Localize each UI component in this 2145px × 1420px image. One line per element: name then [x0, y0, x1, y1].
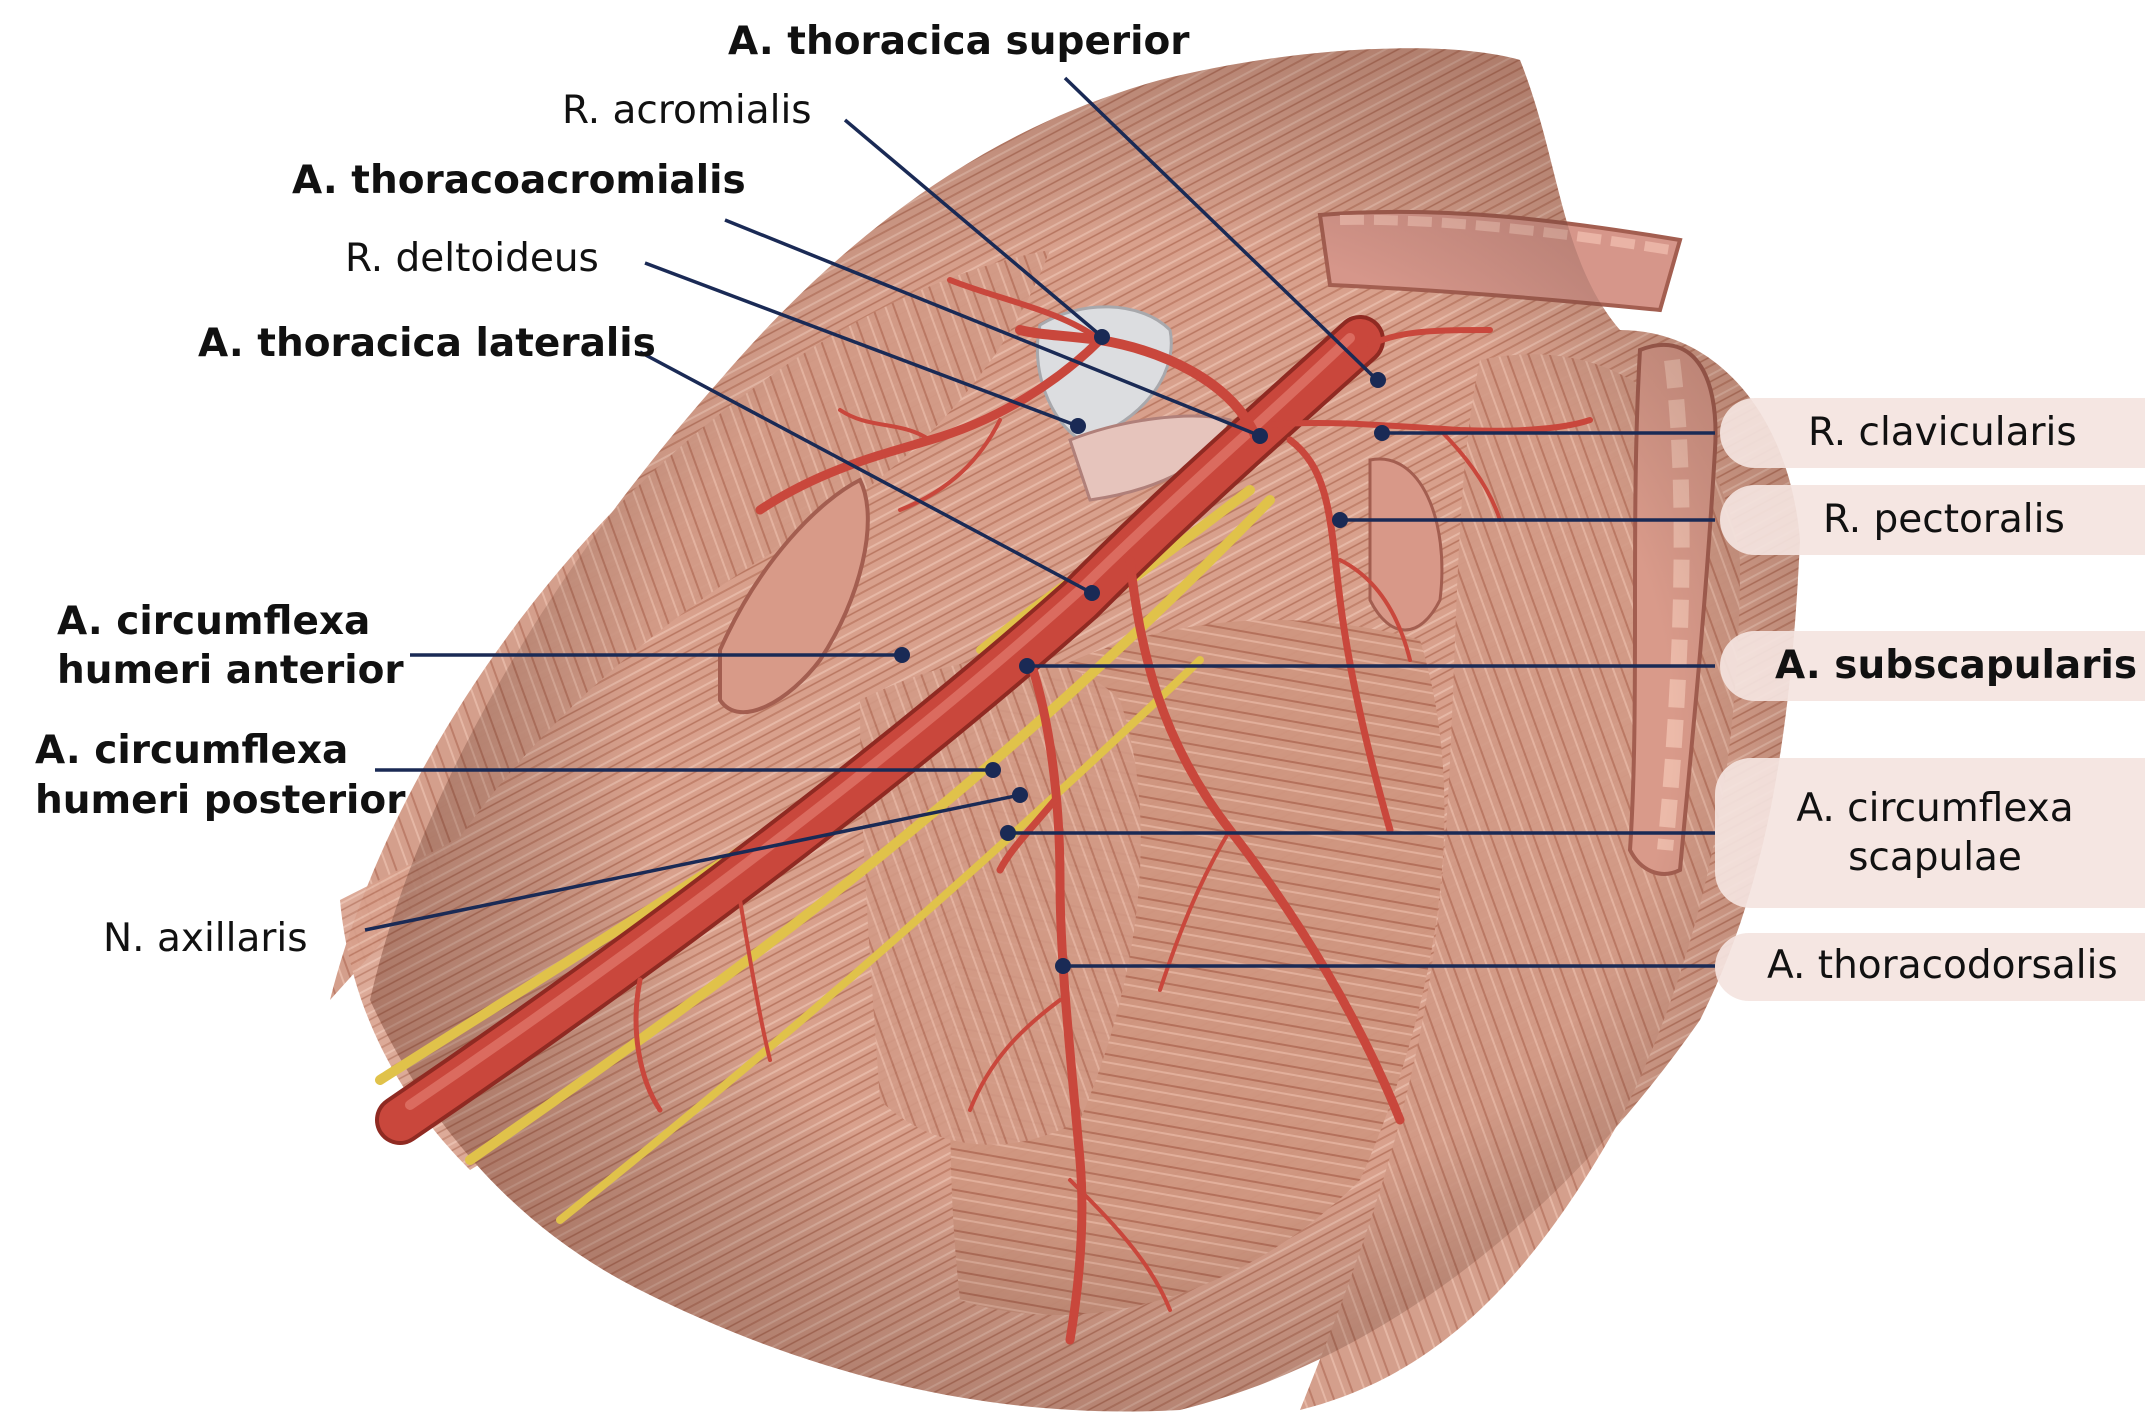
leader-thoracica-superior — [1063, 76, 1377, 380]
twig-4 — [1158, 828, 1232, 992]
axillary-artery — [379, 319, 1381, 1141]
dot-acromialis — [1094, 329, 1110, 345]
clavicular-branch — [1267, 417, 1593, 434]
label-thoracica-superior: A. thoracica superior — [728, 19, 1190, 64]
dot-deltoideus — [1070, 418, 1086, 434]
label-circumflexa-scapulae-line1: A. circumflexa — [1796, 786, 2074, 831]
label-chum-posterior-line2: humeri posterior — [35, 778, 406, 823]
label-thoracodorsalis: A. thoracodorsalis — [1767, 943, 2118, 988]
dot-thoracoacromialis — [1252, 428, 1268, 444]
twig-8 — [738, 898, 772, 1062]
twig-7 — [633, 977, 663, 1113]
label-bg-thoracodorsalis — [1715, 933, 2145, 1001]
twig-2 — [898, 418, 1002, 512]
superior-thoracic-branch — [1367, 327, 1493, 348]
leader-thoracica-lateralis — [639, 350, 1091, 594]
twig-9 — [1438, 428, 1502, 522]
leader-thoracoacromialis — [724, 218, 1259, 437]
label-pectoralis: R. pectoralis — [1823, 497, 2065, 542]
leader-axillaris — [364, 793, 1021, 932]
label-clavicularis: R. clavicularis — [1808, 410, 2077, 455]
dot-clavicularis — [1374, 425, 1390, 441]
subscapular-branch — [1025, 655, 1087, 1345]
dot-subscapularis — [1019, 658, 1035, 674]
label-bg-subscapularis — [1720, 631, 2145, 701]
twig-3 — [1338, 558, 1412, 662]
label-bg-pectoralis — [1720, 485, 2145, 555]
circumflex-scapular-branch — [996, 796, 1059, 874]
label-chum-anterior-line2: humeri anterior — [57, 648, 404, 693]
twig-6 — [1068, 1178, 1172, 1312]
artery-system — [375, 277, 1593, 1345]
dot-chum-posterior — [985, 762, 1001, 778]
dot-pectoralis — [1332, 512, 1348, 528]
label-circumflexa-scapulae-line2: scapulae — [1848, 835, 2022, 880]
label-subscapularis: A. subscapularis — [1775, 643, 2138, 688]
axillary-artery-highlight — [405, 333, 1355, 1110]
acromial-branch — [947, 277, 1103, 343]
dot-chum-anterior — [894, 647, 910, 663]
dot-axillaris — [1012, 787, 1028, 803]
thoracoacromial-branch — [1015, 325, 1260, 440]
label-thoracica-lateralis: A. thoracica lateralis — [198, 321, 656, 366]
leader-dots — [894, 329, 1390, 974]
label-thoracoacromialis: A. thoracoacromialis — [292, 158, 746, 203]
leader-lines — [364, 76, 1715, 968]
label-axillaris: N. axillaris — [103, 916, 308, 961]
dot-thoracodorsalis — [1055, 958, 1071, 974]
twig-1 — [838, 408, 932, 442]
leader-deltoideus — [644, 261, 1076, 427]
dot-thoracica-lateralis — [1084, 585, 1100, 601]
label-bg-clavicularis — [1720, 398, 2145, 468]
dot-thoracica-superior — [1370, 372, 1386, 388]
twig-5 — [968, 998, 1062, 1112]
label-deltoideus: R. deltoideus — [345, 236, 599, 281]
label-chum-posterior-line1: A. circumflexa — [35, 728, 349, 773]
label-bg-circumflexa-scapulae — [1715, 758, 2145, 908]
pectoral-branch — [1286, 436, 1394, 834]
nerve-3 — [556, 656, 1204, 1224]
body-shading — [370, 48, 1800, 1412]
label-chum-anterior-line1: A. circumflexa — [57, 599, 371, 644]
dot-circumflexa-scapulae — [1000, 825, 1016, 841]
leader-acromialis — [843, 118, 1102, 337]
label-acromialis: R. acromialis — [562, 88, 812, 133]
